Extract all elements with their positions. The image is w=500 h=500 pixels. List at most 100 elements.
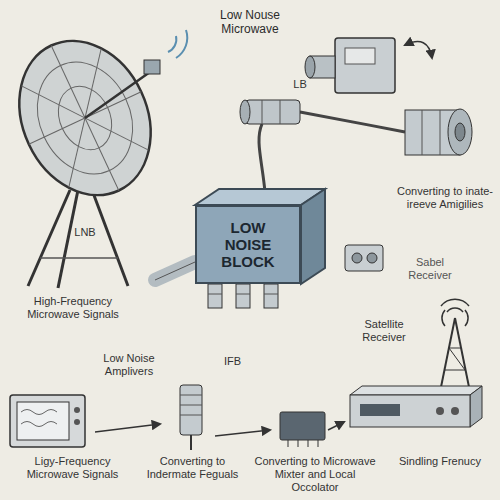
antenna-tower [440, 299, 470, 392]
satellite-receiver [436, 407, 444, 415]
part-label: IFB [215, 355, 250, 368]
connector-cylinder [448, 109, 472, 155]
antenna-tower [449, 348, 461, 349]
part-label: LNB [72, 226, 98, 239]
diagram-title: Low Nouse Microwave [190, 8, 310, 37]
f-connector [155, 262, 195, 280]
signal-device [352, 253, 362, 263]
satellite-receiver [350, 395, 470, 427]
amplifier-connector [180, 385, 202, 435]
antenna-tower [455, 318, 470, 392]
mixer-chip [318, 440, 319, 447]
part-label: Low Noise Amplivers [88, 352, 170, 378]
flow-arrow [95, 424, 160, 432]
television [74, 407, 80, 413]
connector-cylinder [405, 109, 472, 155]
satellite-dish [20, 46, 151, 189]
flow-arrow [328, 422, 344, 430]
satellite-dish [144, 60, 160, 74]
antenna-tower [465, 310, 468, 326]
f-connector [208, 284, 222, 308]
part-label: Satellite Receiver [348, 318, 420, 344]
satellite-dish [85, 72, 150, 118]
satellite-dish [40, 257, 118, 259]
antenna-tower [441, 299, 469, 306]
stage-label: Converting to Microwave Mixter and Local… [250, 455, 380, 495]
lnb-box: LOW NOISE BLOCK [195, 205, 301, 284]
lnb-device [335, 38, 395, 93]
satellite-receiver [350, 386, 482, 395]
signal-device [345, 245, 383, 271]
connector-cylinder [455, 123, 465, 141]
coax-cable [280, 100, 281, 124]
f-connector [264, 284, 278, 308]
coax-cable [300, 112, 405, 132]
mixer-chip [280, 412, 325, 440]
flow-arrow [95, 422, 344, 436]
part-label: LB [285, 78, 315, 91]
amplifier-connector [180, 395, 202, 396]
f-connector [236, 294, 250, 295]
antenna-tower [440, 318, 455, 392]
amplifier-connector [180, 385, 202, 450]
lnb-device [305, 38, 432, 93]
coax-cable [240, 100, 405, 192]
satellite-dish [176, 30, 187, 58]
lnb-box-face [301, 189, 325, 284]
satellite-receiver [470, 386, 482, 427]
connector-cylinder [422, 110, 423, 155]
coax-cable [245, 100, 300, 124]
signal-device [345, 245, 383, 271]
stage-label: Converting to inate-ireeve Amigilies [395, 185, 495, 211]
television [74, 419, 80, 425]
satellite-dish [92, 190, 128, 286]
television [10, 395, 85, 447]
lnb-device [405, 42, 432, 58]
satellite-receiver [451, 407, 459, 415]
television [10, 395, 85, 447]
flow-arrow [215, 430, 270, 436]
mixer-chip [280, 412, 325, 447]
coax-cable [240, 100, 250, 124]
coax-cable [262, 100, 263, 124]
lnb-box-faces [155, 189, 325, 308]
signal-label: High-Frequency Microwave Signals [8, 295, 138, 321]
coax-cable [259, 124, 265, 192]
stage-label: Ligy-Frequency Microwave Signals [10, 455, 135, 481]
satellite-dish [0, 19, 187, 288]
signal-device [367, 253, 377, 263]
satellite-receiver [350, 386, 482, 427]
connector-cylinder [440, 110, 441, 155]
television [17, 402, 69, 440]
part-label: Sabel Receiver [395, 256, 465, 282]
television [21, 422, 57, 427]
mixer-chip [298, 440, 299, 447]
antenna-tower [442, 310, 445, 326]
amplifier-connector [180, 405, 202, 406]
f-connector [264, 294, 278, 295]
stage-label: Sindling Frenucy [385, 455, 495, 468]
satellite-receiver [360, 404, 400, 416]
lnb-device [305, 56, 315, 78]
satellite-dish [0, 19, 175, 216]
satellite-dish [168, 36, 176, 52]
satellite-dish [58, 190, 78, 288]
stage-label: Converting to Indermate Feguals [140, 455, 245, 481]
f-connector [155, 262, 195, 280]
mixer-chip [308, 440, 309, 447]
lnb-device [345, 48, 375, 64]
amplifier-connector [180, 415, 202, 416]
satellite-dish [28, 190, 70, 286]
antenna-tower [445, 370, 465, 371]
f-connector [236, 284, 250, 308]
antenna-tower [449, 348, 465, 370]
box-text: LOW NOISE BLOCK [213, 219, 283, 270]
satellite-dish [0, 19, 175, 216]
antenna-tower [447, 308, 463, 312]
television [21, 410, 57, 415]
mixer-chip [288, 440, 289, 447]
f-connector [208, 294, 222, 295]
amplifier-connector [190, 435, 192, 450]
